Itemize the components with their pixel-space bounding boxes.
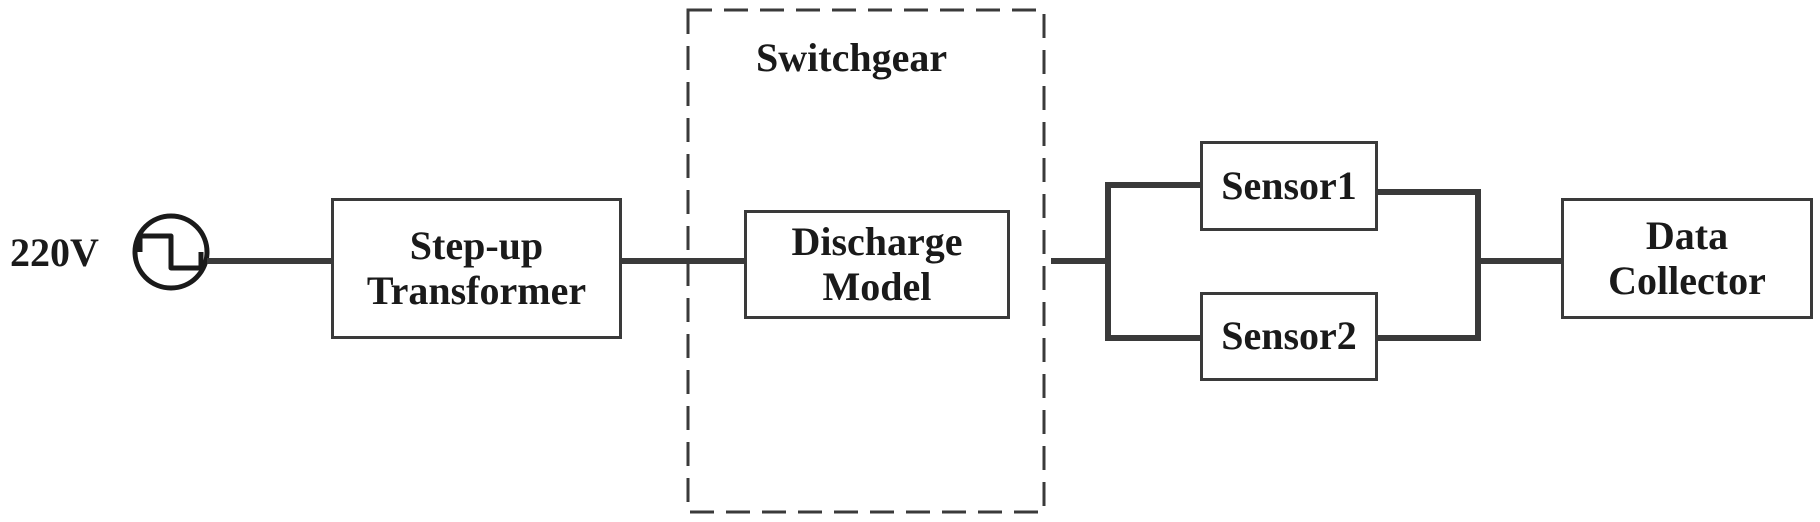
collector-label-line1: Data	[1645, 212, 1729, 258]
transformer-label-line2: Transformer	[366, 267, 587, 313]
sensor2-block: Sensor2	[1200, 292, 1378, 381]
sensor1-block: Sensor1	[1200, 141, 1378, 231]
collector-label-line2: Collector	[1608, 257, 1766, 303]
data-collector-block: Data Collector	[1561, 198, 1813, 319]
ac-source-icon	[132, 213, 210, 291]
switchgear-label: Switchgear	[756, 35, 948, 80]
wires	[207, 182, 1561, 341]
discharge-label-line1: Discharge	[791, 218, 963, 264]
source-voltage-label: 220V	[10, 230, 99, 275]
step-up-transformer-block: Step-up Transformer	[331, 198, 622, 339]
transformer-label-line1: Step-up	[409, 222, 544, 268]
discharge-model-block: Discharge Model	[744, 210, 1010, 319]
discharge-label-line2: Model	[822, 263, 932, 309]
